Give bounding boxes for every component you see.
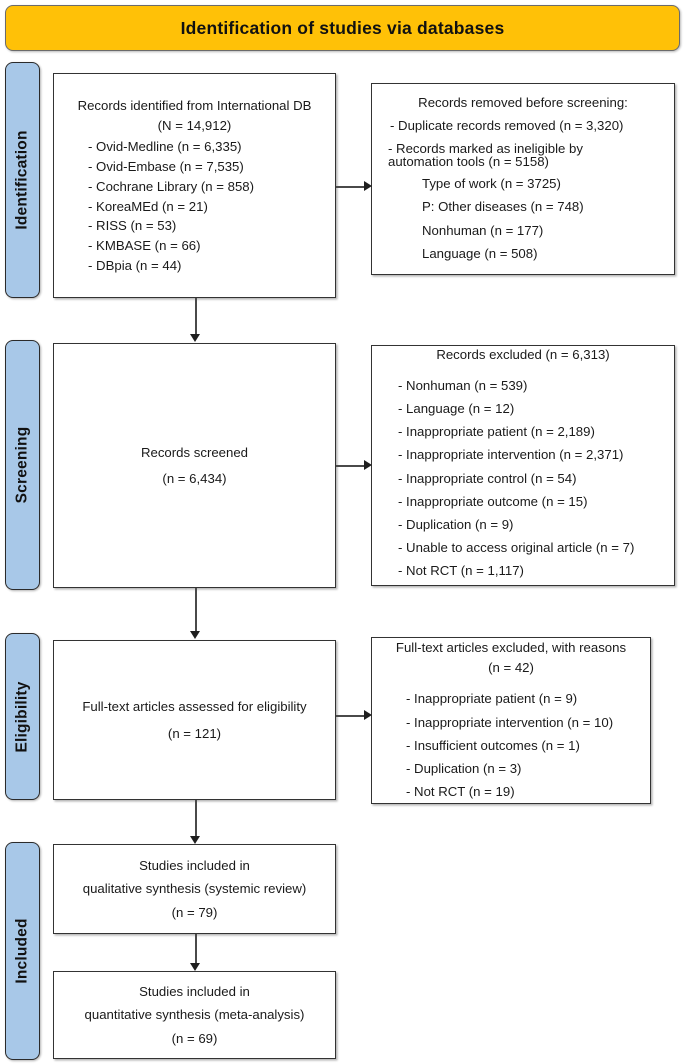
list-item: - Duplication (n = 9) [398, 516, 514, 532]
list-item: - Duplication (n = 3) [406, 760, 522, 776]
arrow-screened-to-fulltext [190, 631, 200, 639]
stage-label-eligibility-text: Eligibility [13, 680, 31, 753]
list-item: - Ovid-Medline (n = 6,335) [88, 139, 242, 155]
banner-title: Identification of studies via databases [180, 17, 505, 38]
list-item: - Insufficient outcomes (n = 1) [406, 737, 580, 753]
stage-label-screening: Screening [5, 340, 40, 590]
arrow-fulltext-to-qualitative [190, 836, 200, 844]
records-identified-heading: Records identified from International DB [77, 97, 312, 113]
stage-label-included: Included [5, 842, 40, 1060]
records-screened-count: (n = 6,434) [162, 471, 227, 486]
connector-screened-to-fulltext [195, 588, 197, 632]
quantitative-content: Studies included in quantitative synthes… [54, 980, 335, 1050]
records-identified-total: (N = 14,912) [157, 117, 232, 133]
quantitative-count: (n = 69) [171, 1030, 218, 1046]
records-identified-source-list: - Ovid-Medline (n = 6,335) - Ovid-Embase… [64, 137, 349, 276]
box-records-screened: Records screened (n = 6,434) [53, 343, 336, 588]
quantitative-line-1: Studies included in [139, 984, 250, 1000]
list-item: - Inappropriate intervention (n = 10) [406, 714, 614, 730]
box-records-identified: Records identified from International DB… [53, 73, 336, 298]
list-item: Type of work (n = 3725) [422, 176, 561, 192]
box-quantitative-synthesis: Studies included in quantitative synthes… [53, 971, 336, 1059]
list-item: - Cochrane Library (n = 858) [88, 178, 255, 194]
qualitative-count: (n = 79) [171, 904, 218, 920]
fulltext-excluded-heading: Full-text articles excluded, with reason… [395, 640, 627, 655]
fulltext-excluded-reason-list: - Inappropriate patient (n = 9) - Inappr… [380, 687, 668, 803]
stage-label-screening-text: Screening [13, 426, 31, 504]
records-removed-heading: Records removed before screening: [418, 95, 628, 111]
list-item: - Not RCT (n = 19) [406, 784, 515, 800]
fulltext-assessed-count: (n = 121) [167, 725, 222, 741]
records-excluded-heading: Records excluded (n = 6,313) [436, 347, 610, 363]
connector-fulltext-to-qualitative [195, 800, 197, 837]
quantitative-line-2: quantitative synthesis (meta-analysis) [84, 1007, 305, 1023]
list-item: - Inappropriate outcome (n = 15) [398, 493, 588, 509]
list-item: - Language (n = 12) [398, 400, 515, 416]
records-removed-automation: - Records marked as ineligible by automa… [380, 140, 674, 169]
connector-identified-to-screened [195, 298, 197, 335]
arrow-qualitative-to-quantitative [190, 963, 200, 971]
diagram-banner: Identification of studies via databases [5, 5, 680, 51]
box-records-excluded: Records excluded (n = 6,313) - Nonhuman … [371, 345, 675, 586]
connector-qualitative-to-quantitative [195, 934, 197, 964]
records-identified-header: Records identified from International DB… [64, 95, 325, 135]
records-removed-header: Records removed before screening: [380, 93, 666, 113]
arrow-fulltext-to-excluded [364, 710, 372, 720]
automation-line-1: - Records marked as ineligible by [388, 140, 583, 156]
arrow-screened-to-excluded [364, 460, 372, 470]
list-item: - Unable to access original article (n =… [398, 540, 635, 556]
list-item: - Nonhuman (n = 539) [398, 377, 528, 393]
records-removed-list: - Duplicate records removed (n = 3,320) [380, 116, 676, 136]
automation-line-2: automation tools (n = 5158) [388, 153, 549, 169]
qualitative-line-2: qualitative synthesis (systemic review) [82, 881, 307, 897]
connector-fulltext-to-excluded [336, 715, 365, 717]
qualitative-line-1: Studies included in [139, 858, 250, 874]
fulltext-assessed-heading: Full-text articles assessed for eligibil… [82, 699, 307, 715]
list-item: - Not RCT (n = 1,117) [398, 563, 524, 579]
stage-label-identification: Identification [5, 62, 40, 298]
box-fulltext-excluded: Full-text articles excluded, with reason… [371, 637, 651, 804]
list-item: - Inappropriate patient (n = 9) [406, 691, 578, 707]
list-item: - Inappropriate patient (n = 2,189) [398, 424, 595, 440]
records-screened-content: Records screened (n = 6,434) [54, 439, 335, 491]
arrow-identified-to-removed [364, 181, 372, 191]
list-item: - KoreaMEd (n = 21) [88, 198, 208, 214]
list-item: Nonhuman (n = 177) [422, 222, 544, 238]
stage-label-identification-text: Identification [13, 130, 31, 230]
qualitative-content: Studies included in qualitative synthesi… [54, 854, 335, 924]
box-fulltext-assessed: Full-text articles assessed for eligibil… [53, 640, 336, 800]
fulltext-assessed-content: Full-text articles assessed for eligibil… [54, 694, 335, 746]
connector-identified-to-removed [336, 186, 365, 188]
list-item: - Ovid-Embase (n = 7,535) [88, 159, 244, 175]
arrow-identified-to-screened [190, 334, 200, 342]
records-screened-heading: Records screened [140, 444, 249, 460]
list-item: - Inappropriate control (n = 54) [398, 470, 577, 486]
records-removed-reason-list: Type of work (n = 3725) P: Other disease… [380, 172, 685, 265]
fulltext-excluded-count: (n = 42) [488, 659, 534, 675]
box-qualitative-synthesis: Studies included in qualitative synthesi… [53, 844, 336, 934]
list-item: P: Other diseases (n = 748) [422, 199, 584, 215]
list-item: - Inappropriate intervention (n = 2,371) [398, 447, 624, 463]
list-item: Language (n = 508) [422, 245, 538, 261]
list-item: - KMBASE (n = 66) [88, 238, 201, 254]
records-excluded-reason-list: - Nonhuman (n = 539) - Language (n = 12)… [380, 374, 684, 583]
records-excluded-header: Records excluded (n = 6,313) [380, 348, 666, 361]
stage-label-included-text: Included [13, 918, 31, 984]
list-item: - DBpia (n = 44) [88, 258, 182, 274]
connector-screened-to-excluded [336, 465, 365, 467]
stage-label-eligibility: Eligibility [5, 633, 40, 800]
fulltext-excluded-header: Full-text articles excluded, with reason… [380, 638, 642, 678]
box-records-removed: Records removed before screening: - Dupl… [371, 83, 675, 275]
list-item-duplicate: - Duplicate records removed (n = 3,320) [390, 118, 624, 134]
list-item: - RISS (n = 53) [88, 218, 177, 234]
